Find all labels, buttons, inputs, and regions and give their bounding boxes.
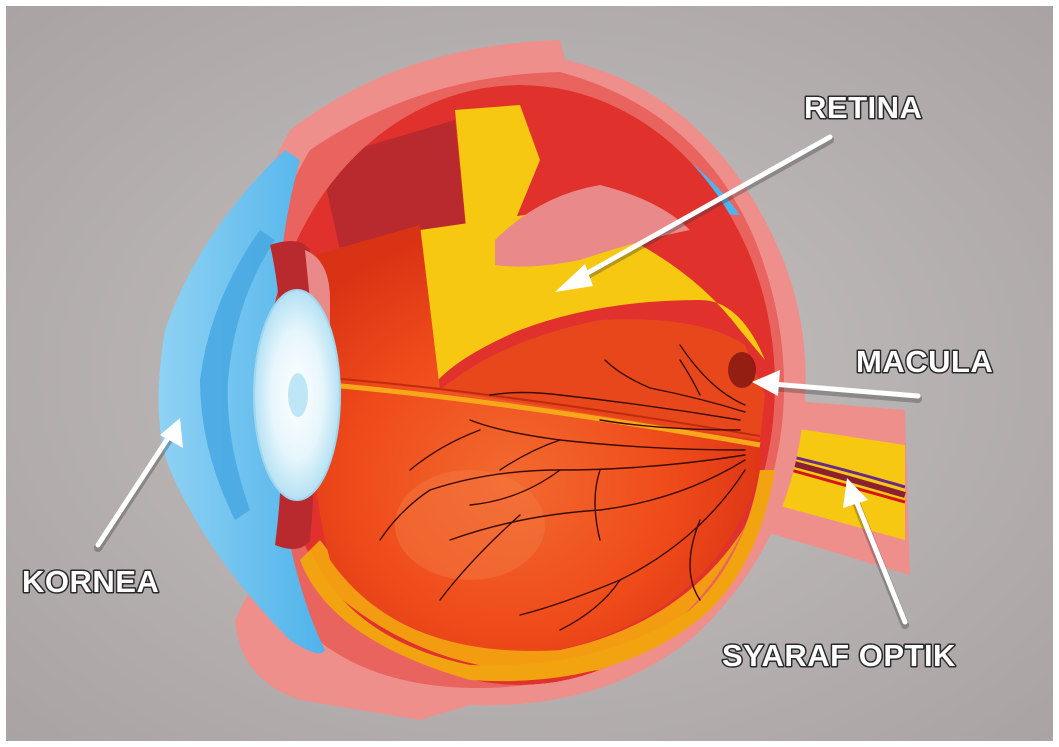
- retina-label: RETINA: [804, 90, 922, 125]
- optic-nerve-label: SYARAF OPTIK: [722, 638, 956, 673]
- kornea-label: KORNEA: [22, 564, 159, 599]
- lens: [254, 290, 340, 500]
- macula-label: MACULA: [856, 344, 993, 379]
- macula-spot: [728, 352, 756, 388]
